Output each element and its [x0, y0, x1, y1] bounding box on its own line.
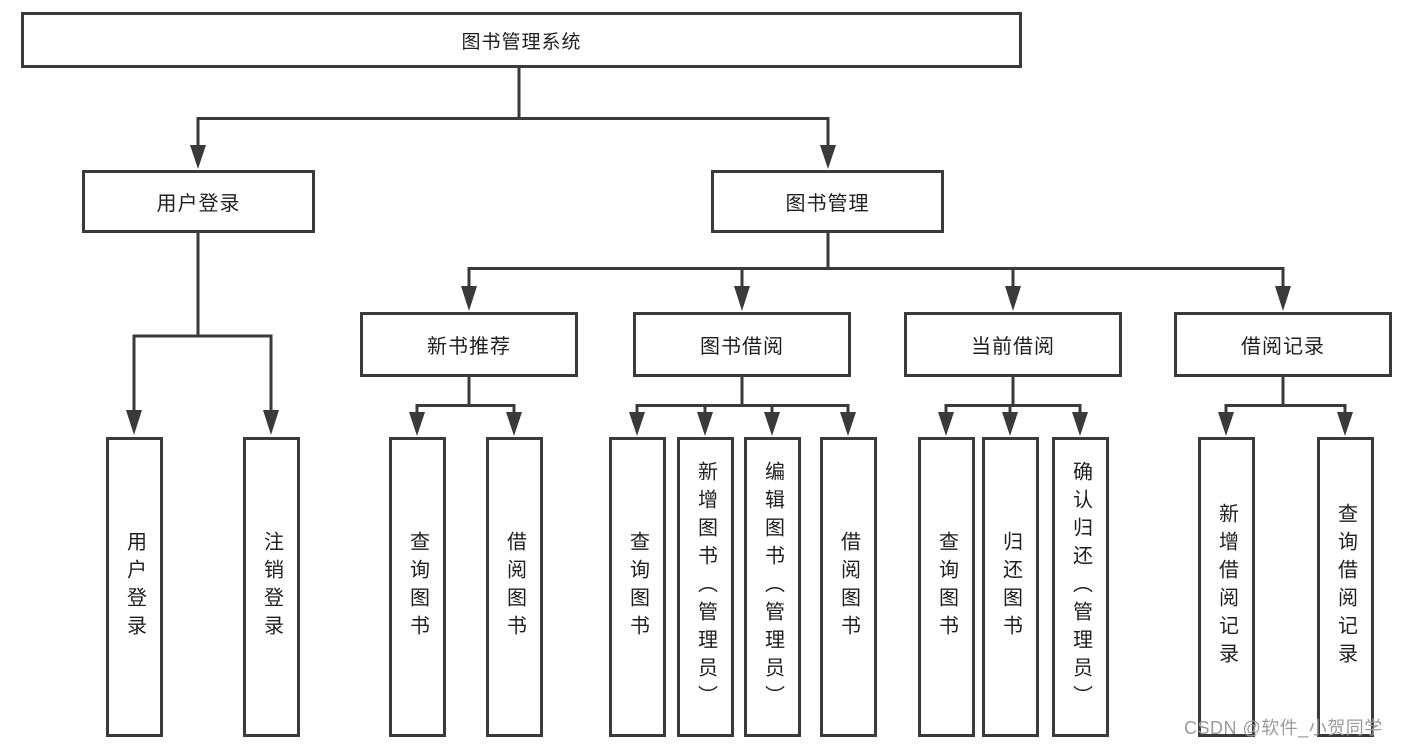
leaf-add-borrow-record: 新增借阅记录	[1198, 437, 1255, 737]
node-book-borrowing: 图书借阅	[633, 312, 851, 377]
leaf-borrow-books-recommend-label: 借阅图书	[503, 531, 526, 643]
leaf-query-books-recommend: 查询图书	[389, 437, 446, 737]
leaf-user-login: 用户登录	[106, 437, 163, 737]
leaf-logout: 注销登录	[243, 437, 300, 737]
leaf-edit-book-admin-label: 编辑图书（管理员）	[761, 461, 784, 713]
leaf-borrow-books-borrowing-label: 借阅图书	[837, 531, 860, 643]
branch-new-book-recommend	[409, 375, 522, 436]
branch-current-borrowing	[938, 375, 1088, 436]
node-borrowing-records-label: 借阅记录	[1241, 336, 1325, 358]
node-root-label: 图书管理系统	[461, 31, 582, 53]
leaf-add-book-admin: 新增图书（管理员）	[677, 437, 734, 737]
node-current-borrowing: 当前借阅	[904, 312, 1122, 377]
leaf-query-books-borrowing: 查询图书	[609, 437, 666, 737]
node-user-login-label: 用户登录	[156, 193, 241, 215]
leaf-query-borrow-record: 查询借阅记录	[1317, 437, 1374, 737]
leaf-query-books-current-label: 查询图书	[935, 531, 958, 643]
leaf-add-borrow-record-label: 新增借阅记录	[1215, 503, 1238, 671]
leaf-query-books-borrowing-label: 查询图书	[626, 531, 649, 643]
node-new-book-recommend-label: 新书推荐	[427, 336, 511, 358]
leaf-return-books-label: 归还图书	[999, 531, 1022, 643]
csdn-watermark: CSDN @软件_小贺同学	[1184, 718, 1383, 738]
node-current-borrowing-label: 当前借阅	[971, 336, 1055, 358]
leaf-borrow-books-borrowing: 借阅图书	[820, 437, 877, 737]
branch-root	[190, 68, 836, 169]
leaf-query-books-recommend-label: 查询图书	[406, 531, 429, 643]
branch-borrowing-records	[1218, 375, 1353, 436]
node-new-book-recommend: 新书推荐	[360, 312, 578, 377]
node-root: 图书管理系统	[21, 12, 1022, 68]
leaf-logout-label: 注销登录	[260, 531, 283, 643]
leaf-edit-book-admin: 编辑图书（管理员）	[744, 437, 801, 737]
leaf-borrow-books-recommend: 借阅图书	[486, 437, 543, 737]
node-book-management: 图书管理	[711, 170, 944, 233]
node-borrowing-records: 借阅记录	[1174, 312, 1392, 377]
leaf-user-login-label: 用户登录	[123, 531, 146, 643]
leaf-confirm-return-admin: 确认归还（管理员）	[1052, 437, 1109, 737]
branch-user-login	[126, 232, 279, 435]
branch-book-borrowing	[629, 375, 856, 436]
leaf-add-book-admin-label: 新增图书（管理员）	[694, 461, 717, 713]
node-user-login: 用户登录	[82, 170, 315, 233]
leaf-return-books: 归还图书	[982, 437, 1039, 737]
node-book-borrowing-label: 图书借阅	[700, 336, 784, 358]
leaf-query-books-current: 查询图书	[918, 437, 975, 737]
leaf-query-borrow-record-label: 查询借阅记录	[1334, 503, 1357, 671]
branch-book-management	[461, 232, 1291, 311]
leaf-confirm-return-admin-label: 确认归还（管理员）	[1069, 461, 1092, 713]
node-book-management-label: 图书管理	[785, 193, 870, 215]
